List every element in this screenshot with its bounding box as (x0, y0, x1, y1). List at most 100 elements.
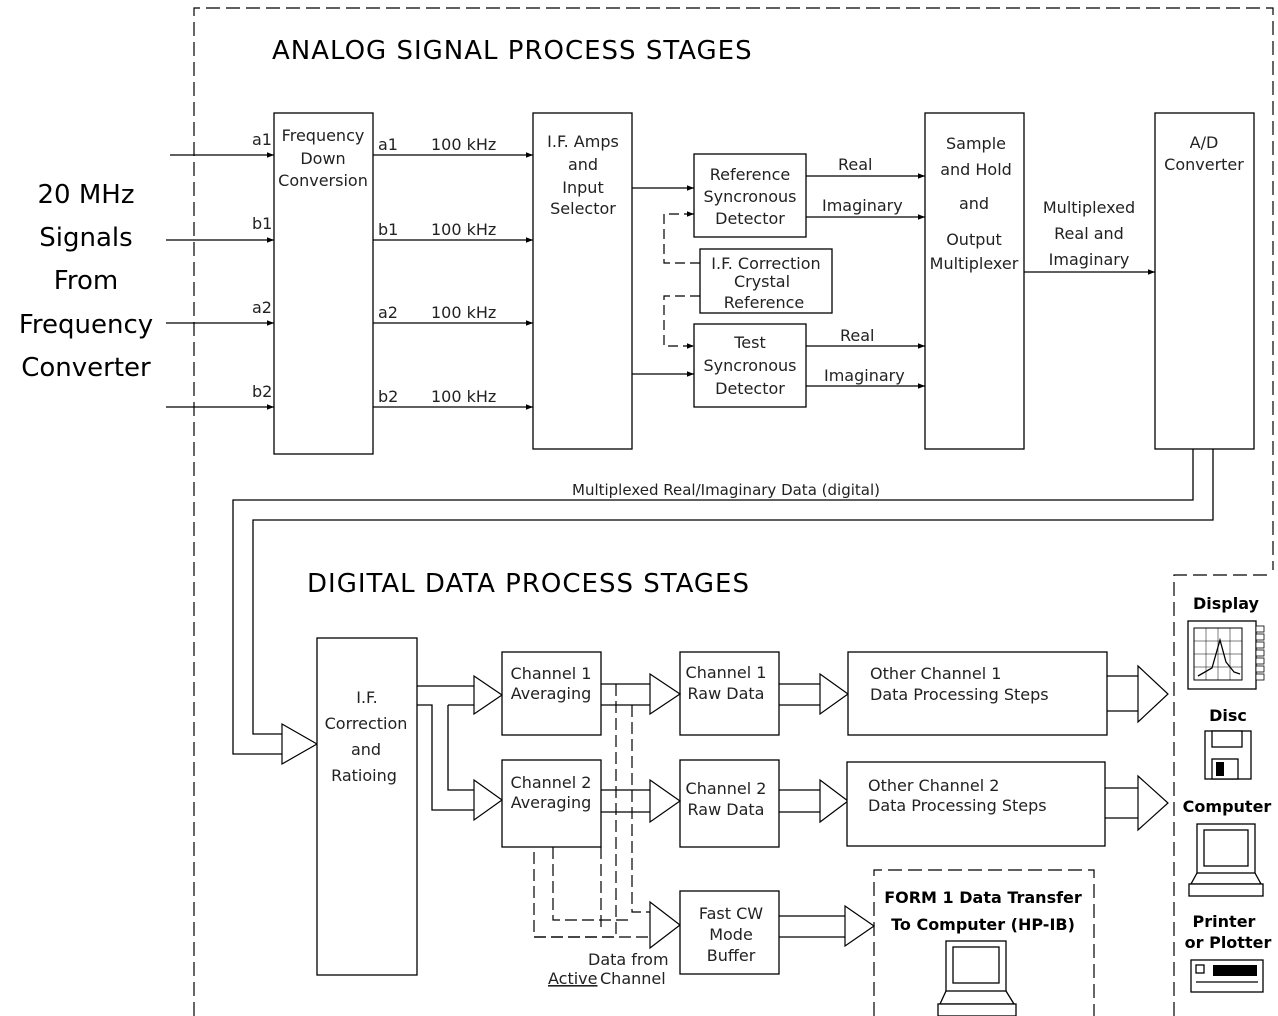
svg-text:Channel 2: Channel 2 (511, 773, 592, 792)
svg-text:Imaginary: Imaginary (822, 196, 903, 215)
svg-text:a1: a1 (378, 135, 398, 154)
svg-text:and: and (959, 194, 989, 213)
analog-stage-title: ANALOG SIGNAL PROCESS STAGES (272, 36, 753, 66)
ad-converter-label: A/D Converter (1164, 133, 1244, 174)
other-channel-1-processing-box (847, 651, 1108, 736)
if-output-lines: a1 b1 a2 b2 100 kHz 100 kHz 100 kHz 100 … (373, 135, 533, 410)
digital-stage-title: DIGITAL DATA PROCESS STAGES (307, 569, 750, 599)
frequency-down-conversion-box (273, 112, 374, 455)
svg-text:Imaginary: Imaginary (824, 366, 905, 385)
svg-text:Data from: Data from (588, 950, 669, 969)
svg-text:Channel 2: Channel 2 (686, 779, 767, 798)
svg-text:Detector: Detector (715, 379, 785, 398)
fastcw-to-form1-arrow (779, 904, 876, 948)
svg-text:Signals: Signals (39, 223, 132, 253)
svg-text:Disc: Disc (1209, 706, 1247, 725)
display-icon (1187, 620, 1265, 690)
svg-text:Detector: Detector (715, 209, 785, 228)
svg-text:Channel: Channel (600, 969, 666, 988)
svg-text:Mode: Mode (709, 925, 753, 944)
svg-text:100 kHz: 100 kHz (431, 220, 496, 239)
svg-text:b1: b1 (252, 214, 272, 233)
form1-computer-icon (937, 940, 1017, 1016)
svg-text:Other Channel 1: Other Channel 1 (870, 664, 1001, 683)
svg-text:Sample: Sample (946, 134, 1006, 153)
computer-icon (1188, 823, 1264, 897)
if-correction-label: I.F. Correction and Ratioing (325, 688, 408, 785)
test-detector-label: Test Syncronous Detector (704, 333, 797, 398)
input-signal-lines: a1 b1 a2 b2 (166, 130, 274, 410)
crystal-reference-links (663, 211, 700, 349)
svg-text:b2: b2 (252, 382, 272, 401)
crystal-reference-label: I.F. Correction Crystal Reference (711, 254, 820, 312)
svg-text:100 kHz: 100 kHz (431, 135, 496, 154)
svg-text:20 MHz: 20 MHz (38, 180, 135, 210)
device-frame (1173, 574, 1273, 1016)
multiplexed-label: Multiplexed Real and Imaginary (1043, 198, 1135, 269)
test-syncronous-detector-box (693, 323, 807, 408)
svg-text:Reference: Reference (710, 165, 791, 184)
svg-text:Syncronous: Syncronous (704, 356, 797, 375)
svg-text:Buffer: Buffer (707, 946, 756, 965)
svg-text:A/D: A/D (1190, 133, 1219, 152)
fast-cw-feed-lines (533, 684, 681, 950)
svg-text:Frequency: Frequency (282, 126, 365, 145)
svg-text:a2: a2 (378, 303, 398, 322)
svg-text:FORM 1 Data Transfer: FORM 1 Data Transfer (884, 888, 1082, 907)
svg-text:Correction: Correction (325, 714, 408, 733)
if-amps-label: I.F. Amps and Input Selector (547, 132, 619, 218)
if-correction-crystal-reference-box (699, 248, 833, 314)
svg-text:Fast CW: Fast CW (699, 904, 763, 923)
svg-text:a1: a1 (252, 130, 272, 149)
svg-text:Computer: Computer (1183, 797, 1272, 816)
if-amps-input-selector-box (532, 112, 633, 450)
svg-text:Conversion: Conversion (278, 171, 368, 190)
svg-text:Test: Test (733, 333, 766, 352)
ratio-to-averaging-arrows (417, 674, 504, 822)
sample-and-hold-output-multiplexer-box (924, 112, 1025, 450)
channel-1-raw-data-box (679, 651, 780, 736)
svg-text:or Plotter: or Plotter (1185, 933, 1272, 952)
svg-text:Imaginary: Imaginary (1049, 250, 1130, 269)
svg-text:Other Channel 2: Other Channel 2 (868, 776, 999, 795)
svg-text:Syncronous: Syncronous (704, 187, 797, 206)
svg-text:100 kHz: 100 kHz (431, 387, 496, 406)
svg-text:and Hold: and Hold (940, 160, 1012, 179)
svg-text:I.F.: I.F. (356, 688, 378, 707)
signal-source-label: 20 MHz Signals From Frequency Converter (19, 180, 153, 383)
svg-text:Ratioing: Ratioing (331, 766, 397, 785)
channel-1-averaging-box (501, 651, 602, 736)
data-from-active-channel-label: Data from Active Channel (548, 950, 669, 988)
svg-text:b2: b2 (378, 387, 398, 406)
printer-icon (1190, 959, 1264, 993)
svg-text:Data Processing Steps: Data Processing Steps (870, 685, 1049, 704)
if-correction-ratioing-box (316, 637, 418, 976)
channel-2-averaging-box (501, 759, 602, 848)
svg-text:a2: a2 (252, 298, 272, 317)
disc-icon (1204, 730, 1252, 780)
svg-text:Active: Active (548, 969, 598, 988)
digital-data-bus (232, 449, 1194, 755)
selector-to-detector-lines (632, 185, 694, 377)
svg-text:I.F. Amps: I.F. Amps (547, 132, 619, 151)
svg-text:Real and: Real and (1054, 224, 1124, 243)
svg-text:Multiplexer: Multiplexer (930, 254, 1019, 273)
svg-text:To Computer (HP-IB): To Computer (HP-IB) (891, 915, 1075, 934)
multiplexed-data-label: Multiplexed Real/Imaginary Data (digital… (572, 481, 880, 499)
svg-text:I.F. Correction: I.F. Correction (711, 254, 820, 273)
svg-text:Real: Real (840, 326, 875, 345)
svg-text:Converter: Converter (1164, 155, 1244, 174)
processing-to-devices-arrows (1105, 664, 1169, 832)
svg-text:Raw Data: Raw Data (688, 800, 765, 819)
svg-text:Converter: Converter (21, 353, 151, 383)
other-channel-2-processing-box (846, 761, 1106, 847)
svg-text:Display: Display (1193, 594, 1260, 613)
form1-transfer-label: FORM 1 Data Transfer To Computer (HP-IB) (884, 888, 1082, 934)
svg-text:Channel 1: Channel 1 (511, 664, 592, 683)
svg-text:Raw Data: Raw Data (688, 684, 765, 703)
svg-text:Averaging: Averaging (511, 684, 592, 703)
svg-text:and: and (568, 155, 598, 174)
svg-text:Frequency: Frequency (19, 310, 153, 340)
svg-text:Real: Real (838, 155, 873, 174)
